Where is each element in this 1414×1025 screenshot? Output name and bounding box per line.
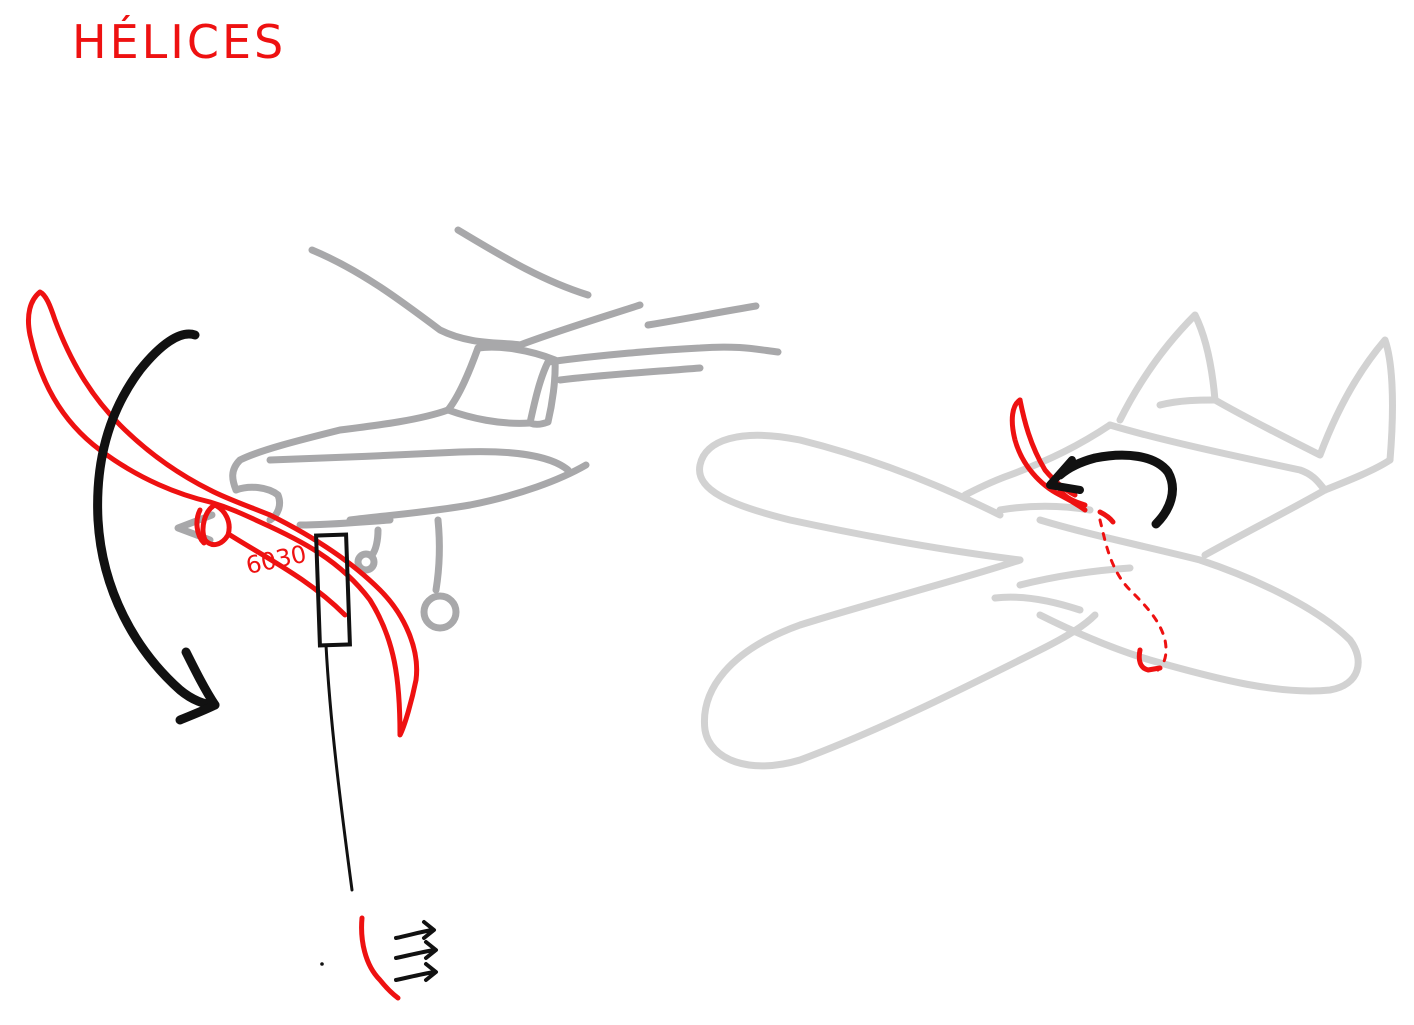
- hand-sketch: [229, 226, 782, 632]
- drone-sketch: [696, 311, 1396, 770]
- blade-section-marker: [314, 532, 354, 892]
- propeller-left: [25, 289, 420, 738]
- rotation-arrow-right-icon: [1046, 450, 1177, 529]
- airflow-arrows-icon: [320, 915, 438, 1001]
- rotation-arrow-icon: [93, 329, 220, 725]
- page-title: HÉLICES: [72, 15, 286, 69]
- propeller-size-label: 6030: [243, 540, 309, 580]
